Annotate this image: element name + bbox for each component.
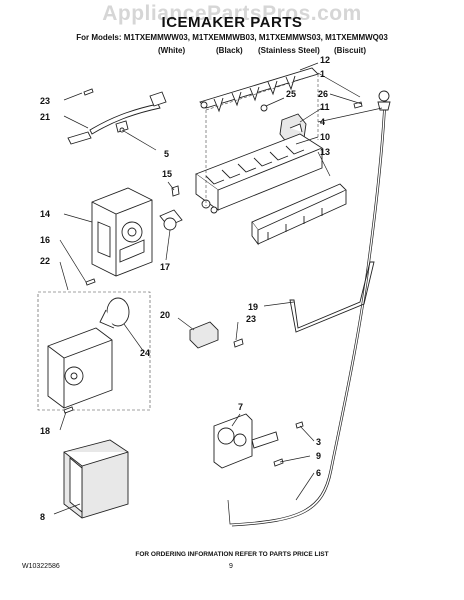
part-clip-21 (189, 321, 219, 349)
part-screw-23-mid (233, 338, 244, 348)
variant-stainless: (Stainless Steel) (258, 46, 320, 55)
callout-17: 16 (40, 235, 50, 245)
callout-15: 15 (162, 169, 172, 179)
callout-4: 4 (320, 117, 325, 127)
part-screw-9 (273, 458, 284, 467)
callout-11: 11 (320, 102, 330, 112)
part-control-housing (91, 187, 153, 277)
leader-lines (53, 62, 383, 515)
callout-21: 20 (160, 310, 170, 320)
ordering-note: FOR ORDERING INFORMATION REFER TO PARTS … (135, 551, 329, 558)
page-title: ICEMAKER PARTS (161, 14, 303, 31)
callout-12: 12 (320, 55, 330, 65)
part-ejector-blade (199, 67, 319, 113)
callout-23-mid: 23 (246, 314, 256, 324)
callout-18: 18 (40, 426, 50, 436)
callout-5: 5 (164, 149, 169, 159)
callout-22: 22 (40, 256, 50, 266)
part-water-valve (213, 413, 279, 469)
callout-3: 3 (316, 437, 321, 447)
part-screw-23-top (83, 88, 94, 96)
callout-8: 8 (40, 512, 45, 522)
part-screw-18 (63, 406, 74, 414)
part-motor-module (47, 327, 113, 409)
callout-24: 24 (140, 348, 150, 358)
part-screw-3 (295, 421, 304, 429)
part-screw-25 (260, 104, 268, 112)
callout-9: 9 (316, 451, 321, 461)
part-fill-tube (289, 261, 375, 333)
variant-biscuit: (Biscuit) (334, 46, 366, 55)
document-number: W10322586 (22, 563, 60, 570)
callout-20: 21 (40, 112, 50, 122)
callout-23-top: 23 (40, 96, 50, 106)
models-line: For Models: M1TXEMMWW03, M1TXEMMWB03, M1… (76, 33, 388, 42)
callout-6: 6 (316, 468, 321, 478)
part-shutoff-arm-16 (159, 209, 183, 231)
callout-1: 1 (320, 69, 325, 79)
part-heater-cover (251, 183, 347, 246)
callout-16: 17 (160, 262, 170, 272)
page-number: 9 (229, 563, 233, 570)
callout-10: 10 (320, 132, 330, 142)
variant-white: (White) (158, 46, 186, 55)
callout-25: 25 (286, 89, 296, 99)
part-screw-17 (85, 278, 96, 286)
variant-black: (Black) (216, 46, 243, 55)
part-ice-mold (195, 133, 323, 214)
callout-26: 26 (318, 89, 328, 99)
part-screw-15 (171, 185, 180, 197)
part-wire-harness (67, 91, 167, 145)
callout-14: 14 (40, 209, 50, 219)
callout-19: 19 (248, 302, 258, 312)
callout-13: 13 (320, 147, 330, 157)
part-motor-24 (99, 297, 130, 329)
callout-labels: 12 1 26 25 11 4 10 13 23 21 5 15 14 16 2… (40, 55, 330, 522)
watermark-text: AppliancePartsPros.com (102, 2, 362, 25)
part-foam-block (63, 439, 129, 519)
callout-7: 7 (238, 402, 243, 412)
